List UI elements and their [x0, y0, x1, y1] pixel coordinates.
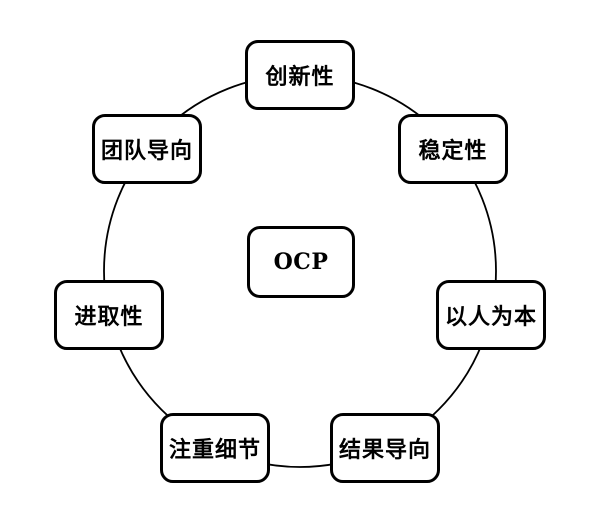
center-node-label: OCP [273, 249, 329, 275]
node-label: 进取性 [74, 304, 144, 330]
node-stability: 稳定性 [398, 114, 508, 184]
node-outcome-orientation: 结果导向 [330, 413, 440, 483]
node-label: 以人为本 [444, 304, 537, 330]
node-attention-to-detail: 注重细节 [160, 413, 270, 483]
node-innovation: 创新性 [245, 40, 355, 110]
node-label: 稳定性 [418, 138, 488, 164]
node-people-oriented: 以人为本 [436, 280, 546, 350]
node-label: 结果导向 [338, 437, 431, 463]
node-label: 创新性 [265, 64, 335, 90]
node-team-orientation: 团队导向 [92, 114, 202, 184]
node-aggressiveness: 进取性 [54, 280, 164, 350]
node-label: 注重细节 [168, 437, 261, 463]
node-label: 团队导向 [100, 138, 193, 164]
center-node-ocp: OCP [247, 226, 355, 298]
